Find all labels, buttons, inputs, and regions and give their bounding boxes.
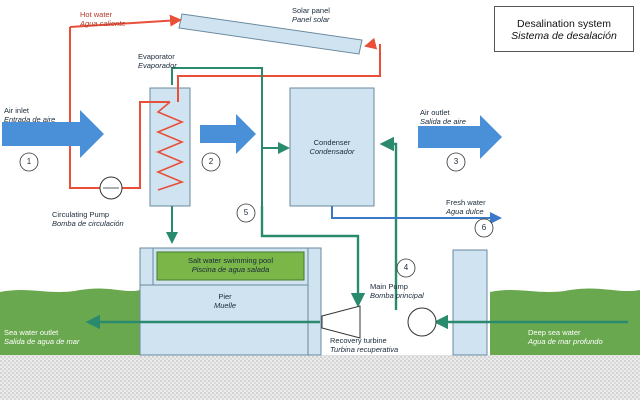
marker-3-circle xyxy=(446,152,466,172)
marker-6: 6 xyxy=(481,223,487,232)
main-pump-icon xyxy=(407,307,437,337)
circulating-pump-en: Circulating Pump xyxy=(52,210,110,219)
title-box: Desalination system Sistema de desalació… xyxy=(494,6,634,52)
marker-4: 4 xyxy=(403,263,409,272)
deep-sea-label: Deep sea water Agua de mar profundo xyxy=(528,328,603,346)
marker-2: 2 xyxy=(208,157,214,166)
pier-es: Muelle xyxy=(213,301,237,310)
marker-5: 5 xyxy=(243,208,249,217)
main-pump-en: Main Pump xyxy=(370,282,408,291)
marker-5-circle xyxy=(236,203,256,223)
pier-en: Pier xyxy=(218,292,232,301)
hot-water-pipe xyxy=(69,27,100,189)
hot-water-es: Agua caliente xyxy=(80,19,126,28)
air-inlet-en: Air inlet xyxy=(4,106,30,115)
solar-panel-es: Panel solar xyxy=(292,15,330,24)
pier-body xyxy=(139,284,313,356)
condenser-es: Condensador xyxy=(309,147,355,156)
sea-outlet-es: Salida de agua de mar xyxy=(4,337,80,346)
sea-outlet-label: Sea water outlet Salida de agua de mar xyxy=(4,328,79,346)
deep-sea-es: Agua de mar profundo xyxy=(528,337,603,346)
pool-water xyxy=(156,251,305,281)
marker-4-circle xyxy=(396,258,416,278)
evaporator-en: Evaporator xyxy=(138,52,175,61)
circulating-pump-es: Bomba de circulación xyxy=(52,219,124,228)
solar-in-arrow xyxy=(364,37,378,50)
solar-panel xyxy=(178,13,363,55)
sea-outlet-en: Sea water outlet xyxy=(4,328,59,337)
pool-label: Salt water swimming pool Piscina de agua… xyxy=(157,256,304,274)
air-outlet-arrow xyxy=(418,115,502,159)
air-outlet-es: Salida de aire xyxy=(420,117,466,126)
recovery-turbine-en: Recovery turbine xyxy=(330,336,387,345)
pier-label: Pier Muelle xyxy=(190,292,260,310)
deep-sea-en: Deep sea water xyxy=(528,328,581,337)
solar-return xyxy=(69,14,182,28)
left-shore xyxy=(0,288,140,355)
pool-en: Salt water swimming pool xyxy=(187,256,274,265)
marker-1: 1 xyxy=(26,157,32,166)
marker-6-circle xyxy=(474,218,494,238)
marker-3: 3 xyxy=(453,157,459,166)
evaporator-feed xyxy=(171,67,263,206)
title-es: Sistema de desalación xyxy=(511,30,617,42)
main-pump-label: Main Pump Bomba principal xyxy=(370,282,424,300)
air-mid-arrow xyxy=(200,114,256,154)
main-pump-riser xyxy=(379,136,398,310)
title-en: Desalination system xyxy=(517,18,611,30)
air-outlet-en: Air outlet xyxy=(420,108,450,117)
air-inlet-arrow xyxy=(2,110,104,158)
fresh-water-es: Agua dulce xyxy=(446,207,484,216)
condenser-en: Condenser xyxy=(313,138,351,147)
air-inlet-es: Entrada de aire xyxy=(4,115,56,124)
hot-water-return xyxy=(122,101,170,189)
fresh-water-en: Fresh water xyxy=(446,198,486,207)
solar-feed xyxy=(177,44,381,102)
hot-water-en: Hot water xyxy=(80,10,113,19)
pier-wall-right xyxy=(307,247,322,356)
brine-line xyxy=(260,206,366,308)
solar-panel-en: Solar panel xyxy=(292,6,330,15)
heating-coil xyxy=(155,101,185,191)
circulating-pump-label: Circulating Pump Bomba de circulación xyxy=(52,210,124,228)
evaporator-label: Evaporator Evaporador xyxy=(138,52,177,70)
recovery-turbine-icon xyxy=(321,305,361,339)
solar-panel-label: Solar panel Panel solar xyxy=(292,6,330,24)
right-pillar xyxy=(452,249,488,356)
recovery-turbine-es: Turbina recuperativa xyxy=(330,345,399,354)
hot-water-label: Hot water Agua caliente xyxy=(80,10,125,28)
pool-es: Piscina de agua salada xyxy=(191,265,270,274)
fresh-water-label: Fresh water Agua dulce xyxy=(446,198,486,216)
fresh-water-pipe xyxy=(331,206,502,224)
condenser-label: Condenser Condensador xyxy=(290,138,374,156)
condenser xyxy=(289,87,375,207)
air-outlet-label: Air outlet Salida de aire xyxy=(420,108,466,126)
marker-1-circle xyxy=(19,152,39,172)
marker-2-circle xyxy=(201,152,221,172)
main-pump-es: Bomba principal xyxy=(370,291,424,300)
ground xyxy=(0,355,640,400)
air-inlet-label: Air inlet Entrada de aire xyxy=(4,106,55,124)
recovery-turbine-label: Recovery turbine Turbina recuperativa xyxy=(330,336,398,354)
evaporator-es: Evaporador xyxy=(138,61,177,70)
